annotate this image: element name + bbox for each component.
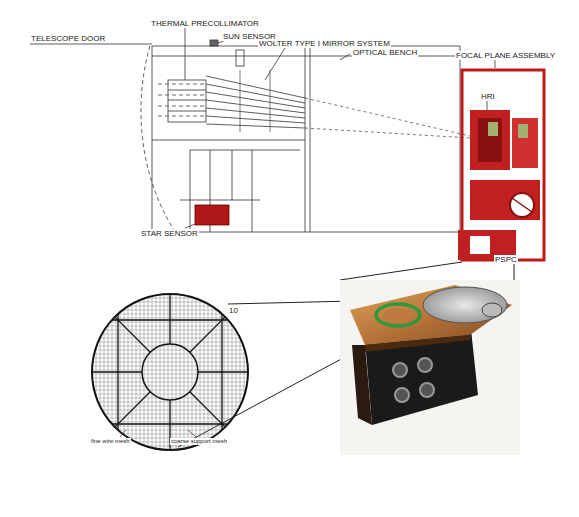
support-rib (190, 317, 225, 352)
part-label: THERMAL PRECOLLIMATOR (150, 19, 260, 28)
part-label: OPTICAL BENCH (352, 48, 418, 57)
part-label: STAR SENSOR (140, 229, 199, 238)
mesh-line (92, 374, 248, 375)
mesh-line (196, 294, 197, 450)
mesh-line (152, 294, 153, 450)
mesh-line (92, 370, 248, 371)
support-rib (92, 371, 142, 372)
mesh-line (160, 294, 161, 450)
support-rib (169, 294, 170, 344)
mesh-line (92, 386, 248, 387)
mesh-line (92, 398, 248, 399)
mesh-line (184, 294, 185, 450)
support-rib (190, 392, 225, 427)
support-rib (198, 371, 248, 372)
mesh-line (92, 362, 248, 363)
mesh-line (188, 294, 189, 450)
support-rib (92, 423, 248, 424)
mesh-line (92, 366, 248, 367)
mesh-line (92, 358, 248, 359)
support-rib (117, 294, 118, 450)
part-label: WOLTER TYPE I MIRROR SYSTEM (258, 39, 391, 48)
mesh-line (192, 294, 193, 450)
pspc-photo (340, 280, 520, 455)
mesh-line (144, 294, 145, 450)
mesh-line (168, 294, 169, 450)
part-label: HRI (480, 92, 496, 101)
part-label: coarse support mesh (170, 438, 228, 445)
focal-plane-assembly (458, 70, 544, 260)
mesh-line (92, 350, 248, 351)
mesh-line (92, 354, 248, 355)
support-rib (221, 294, 222, 450)
mesh-line (156, 294, 157, 450)
window-grid (92, 294, 248, 450)
support-rib (115, 317, 150, 352)
window-center (142, 344, 198, 400)
mesh-line (164, 294, 165, 450)
mesh-line (148, 294, 149, 450)
part-label: TELESCOPE DOOR (30, 34, 106, 43)
part-label: fine wire mesh (90, 438, 131, 445)
part-label: PSPC (494, 255, 518, 264)
mesh-line (92, 378, 248, 379)
window-outline (92, 294, 248, 450)
callout-number: 10 (228, 306, 239, 315)
mesh-line (176, 294, 177, 450)
part-label: FOCAL PLANE ASSEMBLY (455, 51, 556, 60)
mesh-line (92, 394, 248, 395)
support-rib (115, 392, 150, 427)
mesh-line (172, 294, 173, 450)
telescope-body (30, 28, 515, 255)
mesh-line (180, 294, 181, 450)
support-rib (92, 319, 248, 320)
mesh-line (92, 346, 248, 347)
mesh-line (92, 382, 248, 383)
star-sensor (195, 205, 229, 225)
mesh-line (92, 390, 248, 391)
